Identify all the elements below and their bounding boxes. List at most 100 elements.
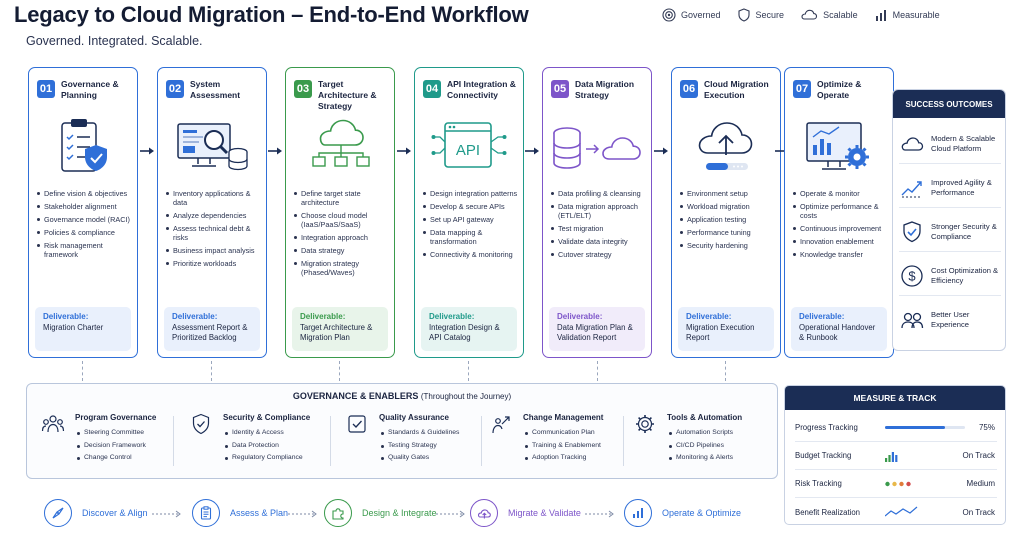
list-item: Adoption Tracking [525,452,601,465]
deliverable-box: Deliverable:Target Architecture & Migrat… [292,307,388,351]
list-item: Risk management framework [37,241,137,259]
shield-check-icon [192,413,210,435]
deliverable-label: Deliverable: [300,312,346,321]
phase-title: System Assessment [190,79,241,100]
measure-row: Progress Tracking 75% [795,414,997,442]
list-item: Stakeholder alignment [37,202,137,211]
divider [330,416,331,466]
list-item: Data strategy [294,246,394,255]
list-item: Migration strategy (Phased/Waves) [294,259,394,277]
flow-step-label: Design & Integrate [362,508,437,518]
list-item: Choose cloud model (IaaS/PaaS/SaaS) [294,211,394,229]
phase-number: 01 [37,80,55,98]
deliverable-box: Deliverable:Operational Handover & Runbo… [791,307,887,351]
governance-list: Standards & Guidelines Testing Strategy … [381,427,459,465]
list-item: Design integration patterns [423,189,523,198]
divider [481,416,482,466]
legend-item-scalable: Scalable [800,8,858,22]
list-item: Data Protection [225,440,303,453]
list-item: Optimize performance & costs [793,202,893,220]
flow-step-operate: Operate & Optimize [624,498,741,528]
dashboard-gear-icon [785,113,893,183]
flow-step-label: Discover & Align [82,508,148,518]
list-item: Monitoring & Alerts [669,452,733,465]
list-item: Regulatory Compliance [225,452,303,465]
arrow-right-icon [139,147,154,155]
deliverable-box: Deliverable:Integration Design & API Cat… [421,307,517,351]
api-icon: API [415,113,523,183]
gear-icon [636,415,654,433]
governance-column-title: Quality Assurance [379,413,449,422]
progress-fill [885,425,945,429]
connector-line [211,361,212,381]
legend-label: Governed [681,10,721,20]
governance-list: Steering Committee Decision Framework Ch… [77,427,146,465]
list-item: Application testing [680,215,780,224]
outcome-label: Stronger Security & Compliance [931,221,997,241]
divider [623,416,624,466]
compass-icon [52,507,64,519]
outcome-item: Improved Agility & Performance [899,168,1001,208]
list-item: Testing Strategy [381,440,459,453]
trend-icon [901,180,922,197]
phase-number: 02 [166,80,184,98]
cloud-icon [901,136,924,151]
flow-step-label: Operate & Optimize [662,508,742,518]
deliverable-box: Deliverable:Data Migration Plan & Valida… [549,307,645,351]
deliverable-label: Deliverable: [557,312,603,321]
list-item: Performance tuning [680,228,780,237]
measure-label: Progress Tracking [795,423,858,432]
measure-value: 75% [978,423,995,432]
governance-column-title: Security & Compliance [223,413,311,422]
deliverable-box: Deliverable:Migration Execution Report [678,307,774,351]
phase-number: 03 [294,80,312,98]
flow-step-icon-circle [324,499,352,527]
flow-step-icon-circle [192,499,220,527]
list-item: Inventory applications & data [166,189,266,207]
governance-column-title: Program Governance [75,413,157,422]
list-item: Define vision & objectives [37,189,137,198]
governance-enablers-panel: GOVERNANCE & ENABLERS (Throughout the Jo… [26,383,778,479]
flow-step-label: Assess & Plan [230,508,289,518]
bars-icon [875,10,886,21]
governance-list: Communication Plan Training & Enablement… [525,427,601,465]
list-item: Cutover strategy [551,250,651,259]
connector-line [82,361,83,381]
measure-label: Budget Tracking [795,451,852,460]
legend: Governed Secure Scalable Measurable [662,8,940,22]
list-item: Decision Framework [77,440,146,453]
divider [173,416,174,466]
list-item: Continuous improvement [793,224,893,233]
legend-item-measurable: Measurable [874,8,940,22]
users-icon [901,312,924,329]
list-item: Standards & Guidelines [381,427,459,440]
list-item: Validate data integrity [551,237,651,246]
measure-value: On Track [962,507,995,517]
connector-line [725,361,726,381]
phase-title: Cloud Migration Execution [704,79,769,100]
monitor-search-icon [158,113,266,183]
svg-text:$: $ [908,268,916,283]
deliverable-box: Deliverable: Migration Charter [35,307,131,351]
flow-step-label: Migrate & Validate [508,508,581,518]
legend-item-secure: Secure [737,8,784,22]
measure-label: Risk Tracking [795,479,842,488]
bars-icon [885,451,898,462]
list-item: Security hardening [680,241,780,250]
cloud-network-icon [286,113,394,183]
phase-title: Target Architecture & Strategy [318,79,377,111]
cloud-upload-icon [477,509,491,519]
list-item: Data profiling & cleansing [551,189,651,198]
people-icon [41,415,65,433]
page-title: Legacy to Cloud Migration – End-to-End W… [14,2,529,27]
deliverable-value: Integration Design & API Catalog [429,323,500,342]
list-item: Operate & monitor [793,189,893,198]
deliverable-value: Migration Charter [43,323,104,332]
deliverable-value: Migration Execution Report [686,323,755,342]
deliverable-label: Deliverable: [43,312,89,321]
